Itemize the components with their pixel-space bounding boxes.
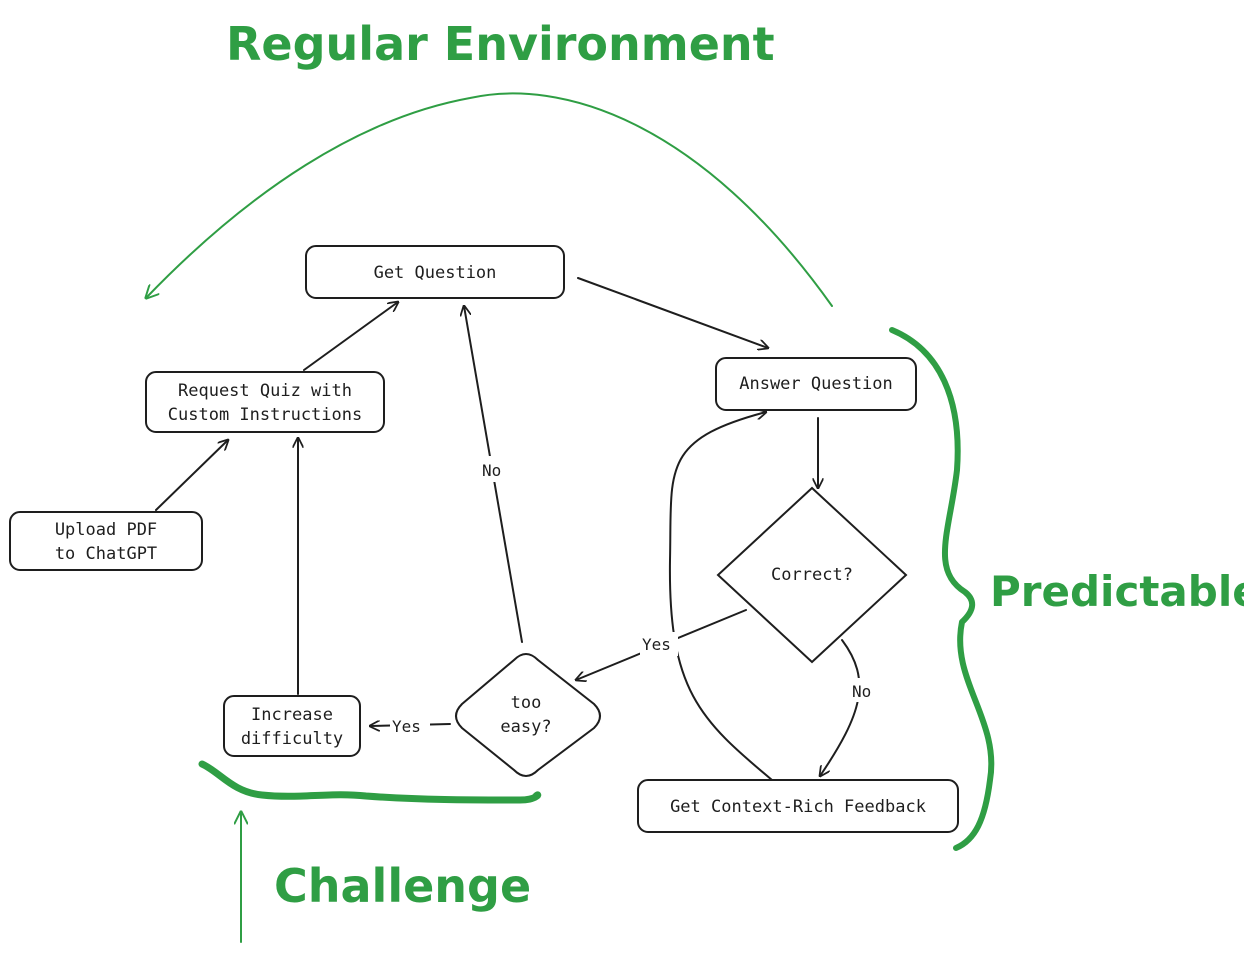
node-answer-question: Answer Question [715, 357, 917, 411]
node-answer-question-label: Answer Question [739, 374, 893, 394]
challenge-underline [198, 760, 542, 804]
node-increase-line2: difficulty [241, 729, 343, 749]
edge-label-correct-no: No [852, 682, 871, 701]
edge-correct-no-to-feedback [820, 639, 861, 776]
edge-label-correct-yes: Yes [642, 635, 671, 654]
node-feedback-label: Get Context-Rich Feedback [670, 797, 926, 817]
node-get-question-label: Get Question [374, 263, 497, 283]
node-feedback: Get Context-Rich Feedback [637, 779, 959, 833]
node-get-question: Get Question [305, 245, 565, 299]
edge-label-tooeasy-yes: Yes [392, 717, 421, 736]
challenge-label: Challenge [274, 859, 531, 913]
edge-get-to-answer [577, 277, 768, 348]
node-increase-difficulty: Increase difficulty [223, 695, 361, 757]
edge-upload-to-request [155, 440, 228, 511]
edge-label-bg [640, 632, 678, 656]
node-upload-pdf-line1: Upload PDF [55, 520, 157, 540]
node-request-quiz-line1: Request Quiz with [178, 381, 352, 401]
edge-label-bg [848, 678, 880, 702]
node-too-easy-decision: too easy? [455, 653, 601, 777]
node-increase-line1: Increase [251, 705, 333, 725]
node-correct-label: Correct? [771, 565, 853, 585]
node-too-easy-line2: easy? [500, 717, 551, 737]
node-too-easy-line1: too [511, 693, 542, 713]
edge-label-tooeasy-no: No [482, 461, 501, 480]
edge-label-bg [390, 714, 430, 738]
predictable-label: Predictable [990, 567, 1244, 616]
node-request-quiz-line2: Custom Instructions [168, 405, 362, 425]
node-correct-decision: Correct? [716, 486, 908, 664]
predictable-brace [889, 327, 995, 851]
node-request-quiz: Request Quiz with Custom Instructions [145, 371, 385, 433]
edge-request-to-get [303, 302, 398, 371]
regular-environment-arc [146, 92, 833, 307]
regular-environment-title: Regular Environment [226, 17, 775, 71]
node-upload-pdf: Upload PDF to ChatGPT [9, 511, 203, 571]
edge-label-bg [478, 456, 512, 482]
node-upload-pdf-line2: to ChatGPT [55, 544, 157, 564]
edge-feedback-to-answer [668, 412, 773, 781]
